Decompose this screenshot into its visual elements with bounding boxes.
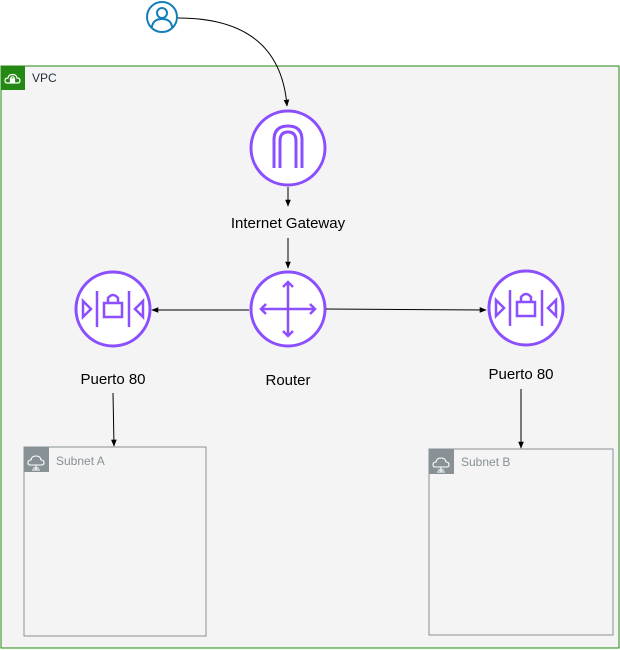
subnet-b-group[interactable]: Subnet B xyxy=(428,448,614,636)
router-to-right-port-arrow xyxy=(325,307,487,313)
vpc-label: VPC xyxy=(32,71,57,85)
internet-gateway-label: Internet Gateway xyxy=(231,215,346,232)
user-icon[interactable] xyxy=(146,1,178,33)
port-right-lock-icon[interactable] xyxy=(487,269,565,347)
subnet-a-group[interactable]: Subnet A xyxy=(23,446,207,637)
router-icon[interactable] xyxy=(249,270,327,348)
port-left-lock-icon[interactable] xyxy=(74,270,152,348)
subnet-cloud-icon xyxy=(27,455,45,471)
port-right-label: Puerto 80 xyxy=(488,366,553,383)
subnet-b-label: Subnet B xyxy=(461,455,510,469)
user-to-gateway-arrow xyxy=(177,17,290,107)
internet-gateway-icon[interactable] xyxy=(249,109,327,187)
cloud-lock-icon xyxy=(4,73,21,84)
port-left-label: Puerto 80 xyxy=(80,371,145,388)
router-label: Router xyxy=(265,372,310,389)
subnet-cloud-icon xyxy=(432,457,450,473)
subnet-a-label: Subnet A xyxy=(56,454,105,468)
vpc-icon-bg xyxy=(1,66,25,90)
left-port-to-subnet-a-arrow xyxy=(111,392,117,447)
